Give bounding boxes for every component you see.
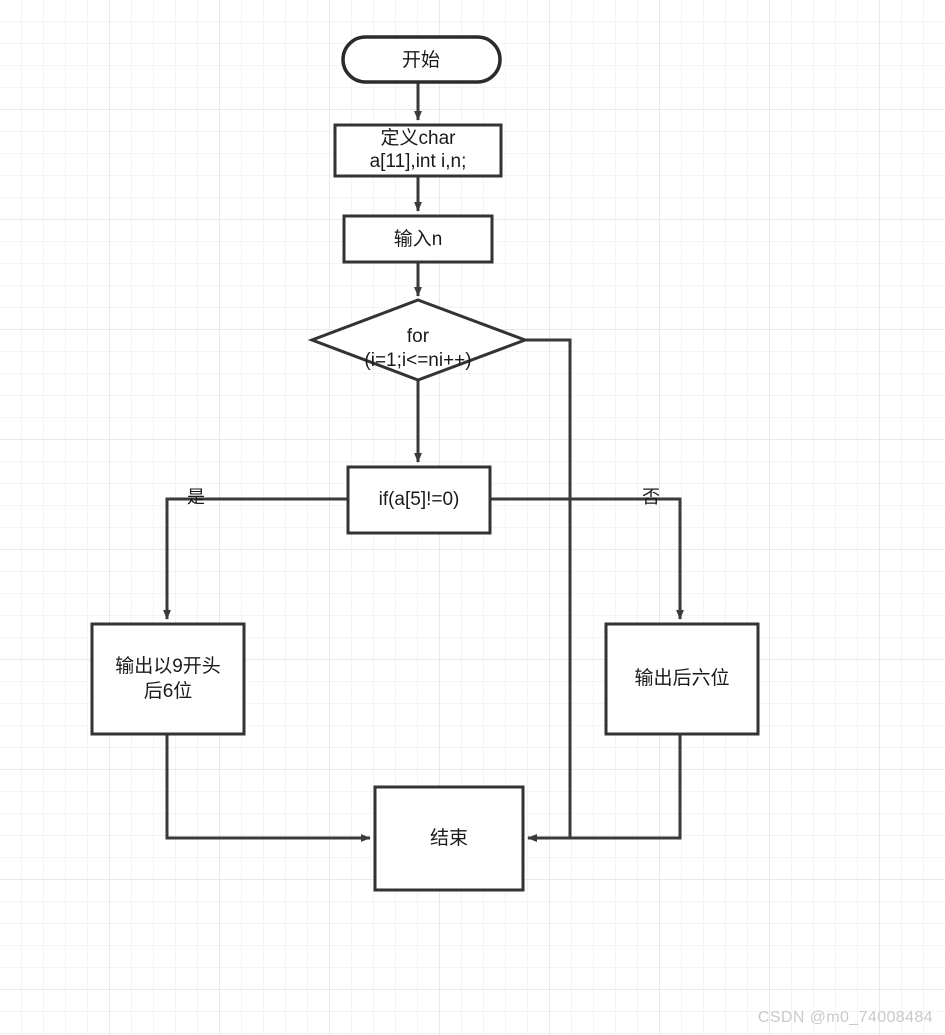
edge-label-yes: 是 — [187, 487, 205, 507]
edge-condition-no-to-out6 — [490, 497, 684, 620]
node-start[interactable]: 开始 — [341, 35, 502, 84]
node-end-label: 结束 — [430, 827, 468, 849]
node-start-label: 开始 — [402, 49, 440, 71]
node-output-prefix9-label-line2: 后6位 — [144, 680, 193, 702]
node-output-last6-label: 输出后六位 — [634, 667, 729, 689]
node-declare[interactable]: 定义char a[11],int i,n; — [333, 123, 503, 178]
node-loop-decision[interactable]: for (i=1;i<=ni++) — [307, 298, 530, 382]
node-output-last6[interactable]: 输出后六位 — [604, 622, 760, 736]
node-output-prefix9[interactable]: 输出以9开头 后6位 — [90, 622, 246, 736]
node-declare-label-line2: a[11],int i,n; — [370, 151, 467, 172]
node-output-prefix9-label-line1: 输出以9开头 — [115, 655, 221, 677]
edge-out9-to-end — [165, 734, 371, 842]
node-layer: 开始 定义char a[11],int i,n; 输入n for (i=1;i<… — [90, 35, 760, 892]
edge-loop-to-end — [525, 338, 572, 842]
edge-layer — [163, 82, 684, 842]
node-condition[interactable]: if(a[5]!=0) — [346, 465, 492, 535]
node-loop-label-line2: (i=1;i<=ni++) — [364, 350, 471, 371]
node-end[interactable]: 结束 — [373, 785, 525, 892]
edge-out6-to-end — [527, 734, 682, 842]
node-loop-label-line1: for — [407, 326, 430, 347]
edge-label-no: 否 — [642, 487, 660, 507]
edge-condition-yes-to-out9 — [163, 497, 348, 620]
watermark: CSDN @m0_74008484 — [757, 1009, 933, 1026]
node-condition-label: if(a[5]!=0) — [379, 489, 460, 510]
node-input-label: 输入n — [394, 228, 443, 250]
node-declare-label-line1: 定义char — [381, 127, 457, 149]
node-input[interactable]: 输入n — [342, 214, 494, 264]
edge-label-layer: 是 否 — [187, 487, 660, 507]
